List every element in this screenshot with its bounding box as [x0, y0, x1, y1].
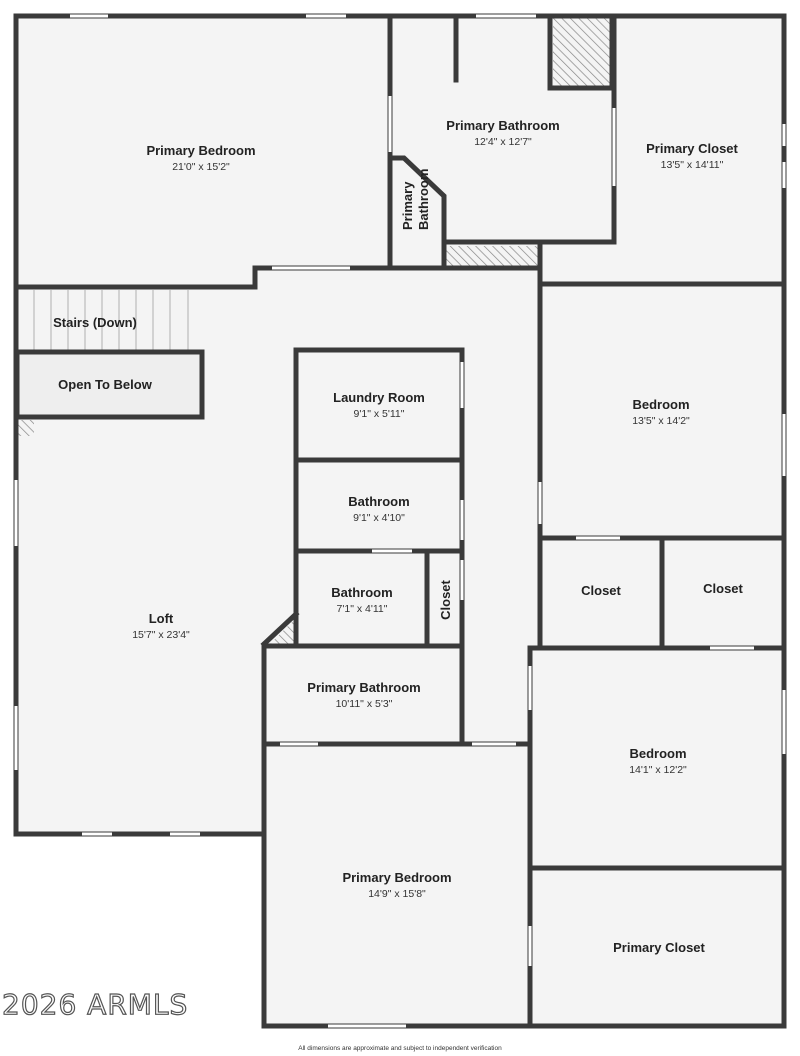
room-dimensions: 7'1" x 4'11": [337, 603, 388, 615]
room-name: Open To Below: [58, 377, 153, 392]
room-name: Closet: [438, 579, 453, 619]
disclaimer-text: All dimensions are approximate and subje…: [298, 1045, 502, 1052]
room-dimensions: 10'11" x 5'3": [336, 698, 393, 710]
room-name: Primary Bedroom: [342, 870, 451, 885]
corner-hatch: [18, 420, 34, 436]
room-name: Bedroom: [632, 397, 689, 412]
room-dimensions: 15'7" x 23'4": [132, 629, 190, 641]
room-dimensions: 14'1" x 12'2": [629, 764, 687, 776]
counter-hatch: [446, 246, 538, 266]
openings: [14, 14, 786, 1028]
room-laundry: Laundry Room 9'1" x 5'11": [333, 390, 425, 420]
room-name: Primary Closet: [646, 141, 738, 156]
room-primary-bedroom-1: Primary Bedroom 21'0" x 15'2": [146, 143, 255, 173]
room-dimensions: 9'1" x 4'10": [353, 512, 405, 524]
room-primary-bathroom-1: Primary Bathroom 12'4" x 12'7": [446, 118, 559, 148]
room-primary-closet-1: Primary Closet 13'5" x 14'11": [646, 141, 738, 171]
room-primary-bedroom-2: Primary Bedroom 14'9" x 15'8": [342, 870, 451, 900]
room-name: Laundry Room: [333, 390, 425, 405]
stairs-treads: [33, 290, 189, 350]
room-primary-closet-2: Primary Closet: [613, 940, 705, 955]
room-name: Bathroom: [348, 494, 409, 509]
room-dimensions: 9'1" x 5'11": [354, 408, 405, 420]
room-closet-2: Closet: [703, 581, 743, 596]
room-primary-bathroom-2: Primary Bathroom 10'11" x 5'3": [307, 680, 420, 710]
room-name: Closet: [581, 583, 621, 598]
room-name: Primary Closet: [613, 940, 705, 955]
room-primary-bathroom-small: Primary Bathroom: [400, 169, 431, 230]
room-bathroom-1: Bathroom 9'1" x 4'10": [348, 494, 409, 524]
walls: [13, 13, 787, 1029]
room-loft: Loft 15'7" x 23'4": [132, 611, 190, 641]
room-open-to-below: Open To Below: [58, 377, 153, 392]
room-name: Bathroom: [331, 585, 392, 600]
open-to-below-area: [14, 349, 205, 420]
room-dimensions: 21'0" x 15'2": [172, 161, 230, 173]
room-dimensions: 14'9" x 15'8": [368, 888, 426, 900]
hatched-areas: [18, 18, 611, 644]
room-name: Bedroom: [629, 746, 686, 761]
room-name-line2: Bathroom: [416, 169, 431, 230]
room-bathroom-2: Bathroom 7'1" x 4'11": [331, 585, 392, 615]
room-name: Primary Bathroom: [307, 680, 420, 695]
room-closet-small: Closet: [438, 579, 453, 619]
room-dimensions: 13'5" x 14'2": [632, 415, 690, 427]
room-name-line1: Primary: [400, 181, 415, 230]
room-bedroom-2: Bedroom 14'1" x 12'2": [629, 746, 687, 776]
chase-hatch: [270, 620, 294, 644]
room-closet-1: Closet: [581, 583, 621, 598]
watermark: 2026 ARMLS: [1, 987, 189, 1021]
room-dimensions: 13'5" x 14'11": [661, 159, 724, 171]
room-name: Stairs (Down): [53, 315, 137, 330]
room-bedroom-1: Bedroom 13'5" x 14'2": [632, 397, 690, 427]
room-name: Closet: [703, 581, 743, 596]
room-name: Primary Bathroom: [446, 118, 559, 133]
room-labels: Primary Bedroom 21'0" x 15'2" Primary Ba…: [53, 118, 743, 955]
shaft-hatch: [553, 18, 611, 88]
room-dimensions: 12'4" x 12'7": [474, 136, 532, 148]
room-name: Loft: [149, 611, 174, 626]
room-name: Primary Bedroom: [146, 143, 255, 158]
room-stairs: Stairs (Down): [53, 315, 137, 330]
